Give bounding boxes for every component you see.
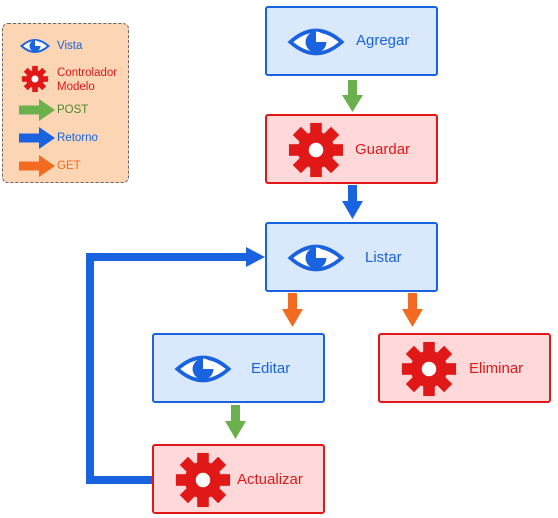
legend-item-controlador-modelo: Controlador Modelo <box>3 64 130 93</box>
node-eliminar: Eliminar <box>378 333 551 403</box>
legend: Vista Controlador Modelo POST Retorno GE… <box>2 23 129 183</box>
eye-icon <box>288 244 344 272</box>
eye-icon <box>20 39 50 53</box>
node-listar: Listar <box>265 222 438 292</box>
post-arrow-icon <box>19 99 55 121</box>
gear-icon <box>401 341 457 397</box>
gear-icon <box>21 65 49 93</box>
node-label-editar: Editar <box>251 360 291 377</box>
legend-label-controlador: Controlador <box>57 67 118 79</box>
legend-item-retorno: Retorno <box>3 127 130 155</box>
node-actualizar: Actualizar <box>152 444 325 514</box>
node-label-actualizar: Actualizar <box>237 471 303 488</box>
gear-icon <box>175 452 231 508</box>
get-arrow-listar-editar <box>282 293 303 327</box>
node-label-guardar: Guardar <box>355 141 411 158</box>
legend-label-post: POST <box>57 104 89 116</box>
retorno-arrow-icon <box>19 127 55 149</box>
legend-item-get: GET <box>3 155 130 183</box>
get-arrow-listar-eliminar <box>402 293 423 327</box>
node-label-listar: Listar <box>365 249 402 266</box>
legend-item-post: POST <box>3 99 130 127</box>
legend-label-get: GET <box>57 160 81 172</box>
retorno-arrow-guardar-listar <box>342 185 363 219</box>
legend-label-retorno: Retorno <box>57 132 98 144</box>
get-arrow-icon <box>19 155 55 177</box>
legend-label-modelo: Modelo <box>57 81 95 93</box>
legend-item-vista: Vista <box>3 34 130 62</box>
node-label-eliminar: Eliminar <box>469 360 524 377</box>
node-agregar: Agregar <box>265 6 438 76</box>
node-guardar: Guardar <box>265 114 438 184</box>
post-arrow-agregar-guardar <box>342 80 363 112</box>
eye-icon <box>175 355 231 383</box>
legend-label-vista: Vista <box>57 40 83 52</box>
node-label-agregar: Agregar <box>356 32 410 49</box>
gear-icon <box>288 122 344 178</box>
post-arrow-editar-actualizar <box>225 405 246 439</box>
node-editar: Editar <box>152 333 325 403</box>
eye-icon <box>288 28 344 56</box>
retorno-loop-actualizar-listar <box>86 247 265 484</box>
